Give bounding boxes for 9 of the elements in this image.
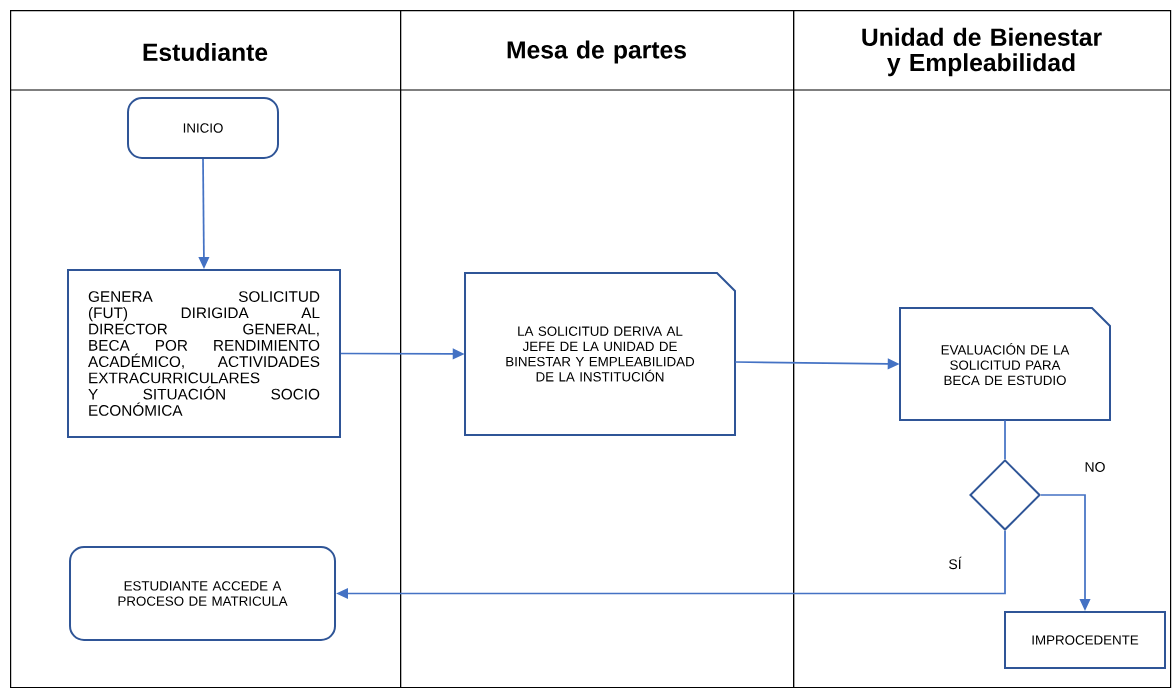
terminal-box: ESTUDIANTE ACCEDE A PROCESO DE MATRICULA [69,546,336,641]
edge-label: SÍ [947,555,963,571]
edge-label: NO [1083,460,1107,474]
decision-diamond [969,459,1041,531]
process-box: IMPROCEDENTE [1004,611,1166,669]
process-box: LA SOLICITUD DERIVA AL JEFE DE LA UNIDAD DE BINESTAR Y EMPLEABILIDAD DE LA INSTITUCIÓN [464,272,736,436]
process-box: GENERA SOLICITUD (FUT) DIRIGIDA AL DIRECTOR GENERAL, BECA POR RENDIMIENTO ACADÉMICO, ACTIVIDADES EXTRACURRICULARES Y SITUACIÓN SOCIO ECONÓMICA [67,269,341,438]
process-box: EVALUACIÓN DE LA SOLICITUD PARA BECA DE ESTUDIO [899,307,1111,421]
terminal-box: INICIO [127,97,279,159]
